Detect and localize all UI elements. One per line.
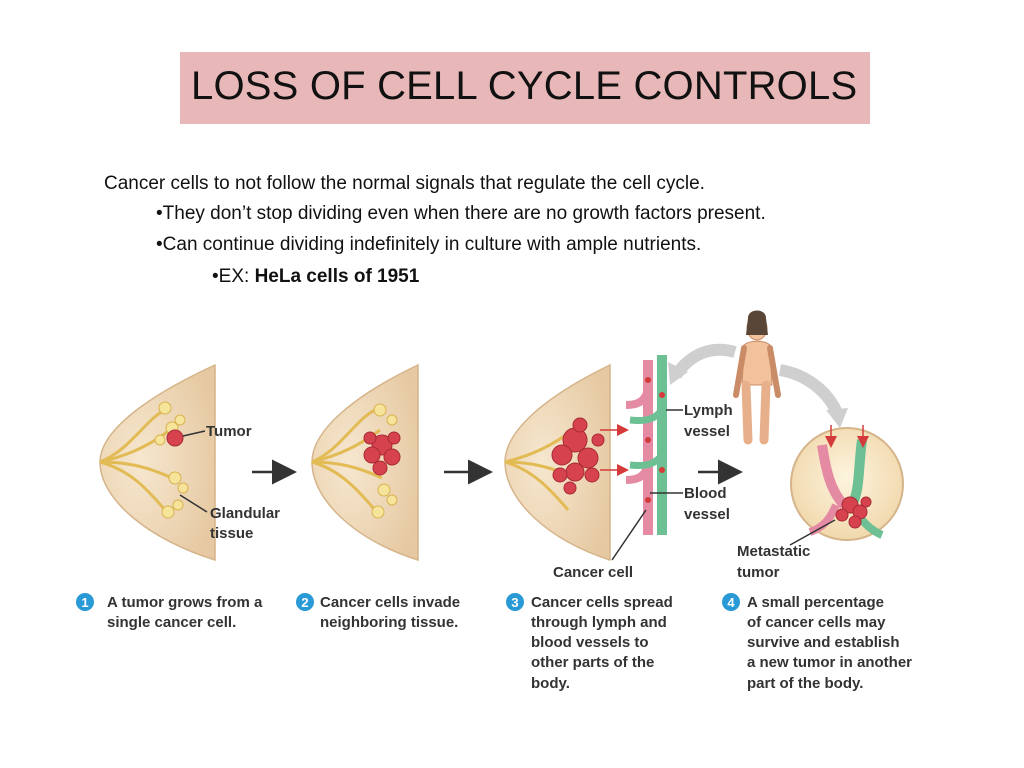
step-4-line-3: survive and establish: [747, 634, 900, 651]
step-4-line-2: of cancer cells may: [747, 614, 886, 631]
step-4-badge: [722, 593, 740, 611]
step-1-line-2: single cancer cell.: [107, 614, 236, 631]
label-lymph-vessel: vessel: [684, 423, 730, 440]
label-glandular: Glandular: [210, 505, 280, 522]
example-prefix: •EX:: [212, 266, 255, 287]
glandular-tissue-1: [99, 408, 173, 511]
step-2-number: 2: [301, 595, 308, 610]
step-2-badge: [296, 593, 314, 611]
step-1-line-1: A tumor grows from a: [107, 594, 263, 611]
page-title: LOSS OF CELL CYCLE CONTROLS: [191, 64, 858, 108]
step-3-line-3: blood vessels to: [531, 634, 649, 651]
step-2-line-2: neighboring tissue.: [320, 614, 458, 631]
bullet-growth-factors: •They don’t stop dividing even when ther…: [156, 203, 766, 224]
step-3: 3 Cancer cells spread through lymph and …: [506, 593, 673, 692]
tumor-invading: [363, 431, 401, 476]
label-lymph: Lymph: [684, 402, 733, 419]
curved-arrow-right: [778, 364, 844, 418]
title-banner: LOSS OF CELL CYCLE CONTROLS: [180, 52, 870, 124]
breast-stage-2: [311, 363, 419, 562]
blood-vessel: [629, 355, 667, 535]
step-4-line-5: part of the body.: [747, 675, 863, 692]
lymph-vessel: [625, 360, 653, 535]
step-4: 4 A small percentage of cancer cells may…: [722, 593, 912, 692]
metastatic-site: [790, 425, 904, 541]
step-4-number: 4: [727, 595, 735, 610]
bullet-intro: Cancer cells to not follow the normal si…: [104, 173, 705, 194]
label-tissue: tissue: [210, 525, 253, 542]
gland-lobules-1: [154, 401, 189, 519]
breast-stage-1: Tumor Glandular tissue: [99, 363, 280, 562]
metastatic-tumor: [835, 496, 872, 529]
label-metastatic-tumor: tumor: [737, 564, 780, 581]
label-blood-vessel: vessel: [684, 506, 730, 523]
human-figure-icon: [733, 310, 781, 445]
bullet-culture: •Can continue dividing indefinitely in c…: [156, 234, 702, 255]
bullet-example: •EX: HeLa cells of 1951: [212, 266, 419, 288]
step-1-badge: [76, 593, 94, 611]
label-cancer-cell: Cancer cell: [553, 564, 633, 581]
label-metastatic: Metastatic: [737, 543, 810, 560]
step-1: 1 A tumor grows from a single cancer cel…: [76, 593, 263, 631]
step-2-line-1: Cancer cells invade: [320, 594, 460, 611]
step-4-line-4: a new tumor in another: [747, 654, 912, 671]
step-4-line-1: A small percentage: [747, 594, 884, 611]
step-3-line-4: other parts of the: [531, 654, 654, 671]
step-3-badge: [506, 593, 524, 611]
step-3-number: 3: [511, 595, 518, 610]
example-hela: HeLa cells of 1951: [254, 266, 420, 287]
step-2: 2 Cancer cells invade neighboring tissue…: [296, 593, 460, 631]
label-tumor: Tumor: [206, 423, 252, 440]
step-3-line-5: body.: [531, 675, 570, 692]
label-blood: Blood: [684, 485, 727, 502]
step-3-line-2: through lymph and: [531, 614, 667, 631]
step-3-line-1: Cancer cells spread: [531, 594, 673, 611]
tumor-small: [166, 429, 184, 447]
step-1-number: 1: [81, 595, 88, 610]
tumor-large: [551, 417, 605, 495]
breast-stage-3: [504, 363, 629, 562]
